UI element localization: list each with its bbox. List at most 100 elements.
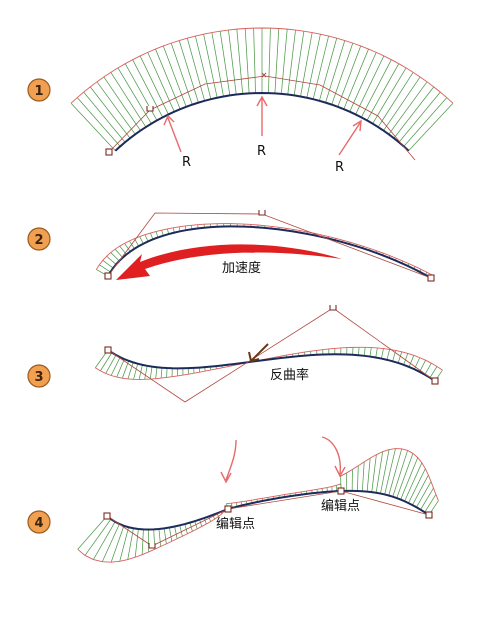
step-1-comb-curve <box>114 91 410 152</box>
step-3-comb-tooth <box>144 365 148 380</box>
step-1-comb-envelope <box>70 27 454 104</box>
step-4-comb-right-tooth <box>371 454 377 493</box>
step-2-comb <box>95 223 433 279</box>
step-3-handle-top <box>329 305 337 311</box>
step-2-handle-start <box>104 272 112 280</box>
step-4-comb-right-tooth <box>424 494 437 513</box>
step-1-diagram: 1 R R R <box>27 27 454 175</box>
step-3-comb-tooth <box>386 349 390 360</box>
step-4-comb-left-tooth <box>179 525 183 537</box>
step-1-comb-tooth <box>162 45 187 107</box>
step-3-comb-tooth <box>358 347 360 356</box>
step-1-comb-tooth <box>70 102 116 152</box>
step-2-comb-tooth <box>114 248 123 258</box>
step-1-comb-tooth <box>366 63 400 121</box>
step-1-comb-tooth <box>319 38 338 101</box>
step-4-comb-left-tooth <box>127 528 134 560</box>
step-1-label-r-center: R <box>257 144 266 159</box>
step-3-comb-tooth <box>424 362 432 375</box>
step-1-comb-tooth <box>372 67 407 124</box>
step-3-comb-tooth <box>127 362 134 380</box>
step-1-comb-tooth <box>110 72 147 128</box>
step-4-comb-left-tooth <box>77 515 108 550</box>
step-2-number: 2 <box>34 233 43 248</box>
step-1-comb-tooth <box>76 97 121 147</box>
step-4-pointer-right <box>321 436 346 478</box>
step-4-comb-left-tooth <box>84 518 112 556</box>
step-1-number: 1 <box>34 84 43 99</box>
step-1-label-r-right: R <box>335 160 344 175</box>
step-4-comb-left-curve <box>106 508 229 531</box>
step-1-comb-tooth <box>124 63 158 121</box>
step-2-comb-tooth <box>155 231 159 238</box>
step-4-comb-right-tooth <box>404 462 423 502</box>
step-2-comb-tooth <box>110 252 120 262</box>
step-2-diagram: 2 加速度 <box>27 210 435 282</box>
step-3-label-inflection: 反曲率 <box>270 367 309 383</box>
step-1-pointer-right <box>338 119 362 156</box>
step-4-pointer-left <box>220 439 237 484</box>
step-2-acceleration-arrow <box>116 244 342 280</box>
step-2-label-acceleration: 加速度 <box>222 260 261 276</box>
step-4-comb-left-envelope <box>77 510 229 563</box>
step-4-comb-right-envelope <box>340 448 439 501</box>
step-3-comb-tooth <box>414 357 421 370</box>
step-3-comb-tooth <box>155 367 158 379</box>
step-3-comb <box>95 346 443 382</box>
step-3-comb-curve <box>107 349 436 382</box>
step-2-comb-tooth <box>106 255 117 265</box>
step-3-handle-start <box>104 346 112 354</box>
step-2-comb-tooth <box>99 264 111 273</box>
step-4-comb-left-tooth <box>134 528 139 558</box>
step-1-pointer-center <box>256 95 268 136</box>
step-2-comb-tooth <box>102 260 114 269</box>
step-1-comb-tooth <box>155 48 181 110</box>
step-2-handle-mid <box>258 210 266 216</box>
step-4-handle-end <box>425 511 433 519</box>
step-2-comb-tooth <box>124 243 131 252</box>
step-1-comb-tooth <box>195 35 212 100</box>
step-4-comb-middle-envelope <box>226 483 341 505</box>
step-4-diagram: 4 编辑点 编辑点 <box>27 436 439 563</box>
step-1-comb-tooth <box>96 81 136 135</box>
step-1-comb-tooth <box>325 40 346 103</box>
step-4-comb-right-tooth <box>412 474 429 506</box>
step-1-comb-tooth <box>377 72 414 128</box>
step-1-comb-tooth <box>147 52 175 112</box>
step-1-comb-tooth <box>203 34 218 98</box>
step-4-comb-right-curve <box>340 489 430 516</box>
step-3-comb-tooth <box>429 366 438 378</box>
step-1-comb-tooth <box>89 86 131 139</box>
step-1-pointer-left <box>163 114 182 153</box>
step-1-comb-tooth <box>293 31 305 96</box>
step-4-label-edit-point-right: 编辑点 <box>321 499 360 514</box>
step-4-comb-left-tooth <box>158 528 162 547</box>
step-1-label-r-left: R <box>182 155 191 170</box>
step-4-comb-left-tooth <box>141 529 144 555</box>
step-3-comb-tooth <box>149 366 153 380</box>
step-1-comb-tooth <box>117 67 152 124</box>
step-1-comb-tooth <box>186 38 205 101</box>
step-4-comb-right-tooth <box>375 451 384 493</box>
step-4-comb-right-tooth <box>380 449 390 494</box>
step-1-comb-tooth <box>343 48 369 110</box>
step-3-control-polygon <box>107 307 436 403</box>
step-4-comb-left-tooth <box>184 523 188 534</box>
step-1-comb-tooth <box>244 28 250 94</box>
step-1-control-point-top <box>261 72 267 78</box>
step-1-comb-tooth <box>219 31 231 96</box>
step-2-control-polygon <box>107 212 432 279</box>
step-3-comb-tooth <box>375 347 378 358</box>
step-4-comb-left-tooth <box>199 519 203 527</box>
step-1-comb-tooth <box>83 91 126 143</box>
step-4-edit-point-right <box>337 487 345 495</box>
step-1-comb-tooth <box>403 97 448 147</box>
step-4-badge: 4 <box>27 510 51 534</box>
step-1-comb-tooth <box>355 55 385 115</box>
step-1-comb-tooth <box>178 40 199 103</box>
step-1-comb-tooth <box>280 29 288 94</box>
step-2-comb-envelope <box>95 223 433 276</box>
step-3-comb-tooth <box>105 354 117 374</box>
step-4-comb-middle-curve <box>227 490 342 510</box>
